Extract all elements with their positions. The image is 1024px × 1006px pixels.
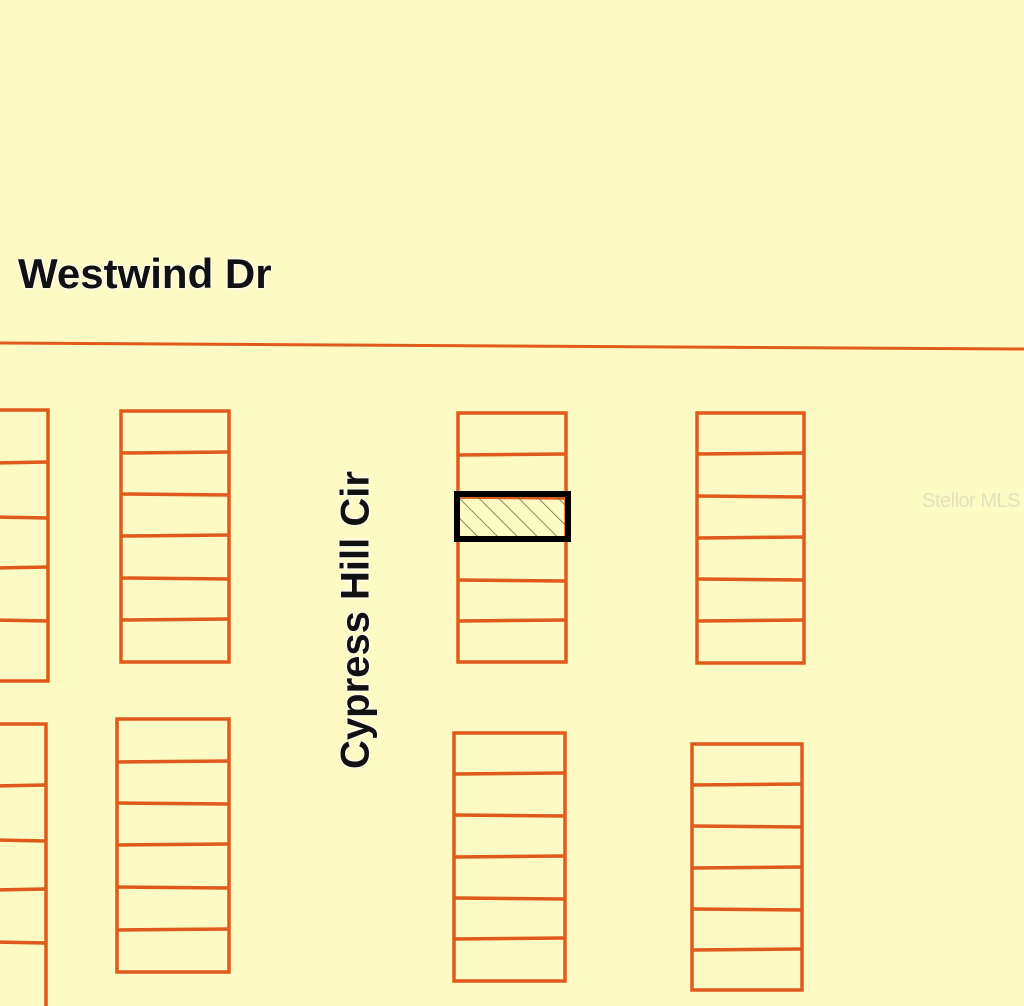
lot-line: [691, 824, 803, 829]
lot-blocks: [0, 408, 806, 1006]
lot-line: [457, 618, 567, 623]
street-label-cypress-hill-cir: Cypress Hill Cir: [333, 471, 378, 769]
subject-parcel[interactable]: [454, 491, 571, 542]
lot-line: [120, 576, 230, 581]
street-label-westwind-dr: Westwind Dr: [18, 250, 272, 297]
lot-block-outline: [0, 722, 48, 1006]
lot-line: [696, 577, 805, 582]
lot-line: [696, 494, 805, 499]
lot-block-5: [0, 722, 48, 1006]
lot-line: [120, 450, 230, 455]
lot-block-7: [452, 731, 567, 983]
lot-line: [0, 460, 49, 465]
lot-line: [453, 936, 566, 941]
lot-line: [120, 533, 230, 538]
lot-block-6: [115, 717, 231, 974]
lot-line: [116, 759, 230, 764]
lot-line: [457, 452, 567, 457]
lot-line: [453, 854, 566, 859]
lot-line: [120, 617, 230, 622]
lot-block-4: [695, 411, 806, 665]
lot-line: [453, 896, 566, 901]
lot-line: [0, 887, 47, 892]
lot-block-8: [690, 742, 804, 992]
lot-line: [0, 783, 47, 788]
westwind-road-line: [0, 341, 1024, 351]
lot-line: [457, 578, 567, 583]
lot-line: [696, 535, 805, 540]
lot-block-1: [0, 408, 50, 683]
lot-line: [116, 885, 230, 890]
lot-line: [0, 838, 47, 843]
watermark: Stellor MLS: [922, 490, 1020, 512]
lot-block-2: [119, 409, 231, 664]
lot-line: [453, 771, 566, 776]
lot-block-outline: [0, 408, 50, 683]
lot-line: [116, 927, 230, 932]
lot-line: [696, 451, 805, 456]
lot-line: [691, 865, 803, 870]
lot-line: [116, 801, 230, 806]
lot-line: [453, 813, 566, 818]
lot-line: [120, 492, 230, 497]
lot-line: [0, 515, 49, 520]
lot-line: [0, 618, 49, 623]
lot-line: [696, 618, 805, 623]
lot-line: [116, 842, 230, 847]
lot-line: [0, 565, 49, 570]
lot-line: [0, 940, 47, 945]
lot-line: [691, 947, 803, 952]
lot-line: [691, 782, 803, 787]
lot-line: [691, 907, 803, 912]
